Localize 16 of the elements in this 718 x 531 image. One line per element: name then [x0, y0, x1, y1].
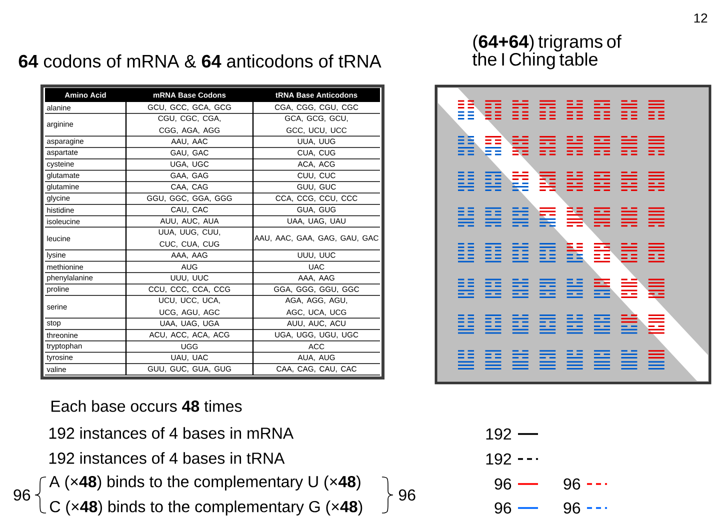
note-text: 192 instances of 4 bases in tRNA — [49, 452, 285, 464]
legend-key: 192 — [486, 428, 538, 440]
heading: (64+64) trigrams of the I Ching table — [472, 34, 622, 70]
legend-key: 96 — [494, 478, 538, 490]
page-number: 12 — [694, 13, 708, 23]
note-text: Each base occurs 48 times — [52, 400, 242, 412]
legend-key: 96 — [564, 502, 607, 514]
note-text: 192 instances of 4 bases in mRNA — [49, 427, 294, 439]
legend-key: 96 — [494, 502, 538, 514]
note-text: A (×48) binds to the complementary U (×48) — [49, 476, 360, 490]
note-text: C (×48) binds to the complementary G (×48) — [50, 500, 362, 516]
legend-key: 96 — [564, 478, 607, 490]
brace-label: 96 — [14, 489, 30, 501]
legend-key: 192 — [486, 453, 538, 465]
heading: 64 codons of mRNA & 64 anticodons of tRNA — [18, 54, 382, 68]
brace-label: 96 — [398, 489, 416, 501]
